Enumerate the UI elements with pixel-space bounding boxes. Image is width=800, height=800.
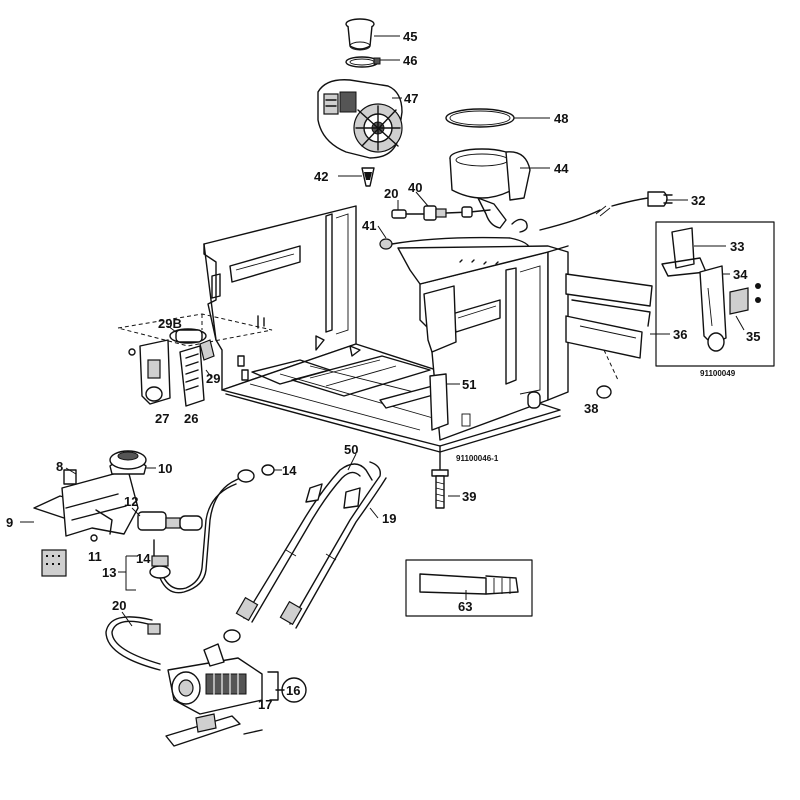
part-48-seal-ring (445, 108, 515, 128)
label-26: 26 (184, 411, 198, 426)
inset-box-63 (405, 559, 533, 617)
label-16: 16 (286, 683, 300, 698)
label-45: 45 (403, 29, 417, 44)
main-frame (203, 205, 569, 453)
part-labels: 45 46 47 48 44 42 20 40 32 41 33 34 35 3… (6, 29, 760, 712)
parts-29-27-26-group (117, 313, 273, 407)
parts-16-17-20-drain-pump (105, 616, 285, 747)
leader-lines (20, 35, 745, 627)
ref-inset: 91100049 (700, 369, 736, 378)
label-38: 38 (584, 401, 598, 416)
label-41: 41 (362, 218, 376, 233)
part-42-nozzle (361, 167, 375, 187)
label-8: 8 (56, 459, 63, 474)
label-17: 17 (258, 697, 272, 712)
label-12: 12 (124, 494, 138, 509)
label-39: 39 (462, 489, 476, 504)
label-10: 10 (158, 461, 172, 476)
label-29b: 29B (158, 316, 182, 331)
label-44: 44 (554, 161, 569, 176)
label-19: 19 (382, 511, 396, 526)
parts-12-13-14-valve (137, 464, 275, 594)
part-47-pump-motor (317, 79, 403, 159)
part-44-sump (449, 148, 531, 229)
label-14-top: 14 (282, 463, 297, 478)
label-36: 36 (673, 327, 687, 342)
label-29: 29 (206, 371, 220, 386)
label-51: 51 (462, 377, 476, 392)
label-16-circle (281, 677, 307, 703)
label-9: 9 (6, 515, 13, 530)
parts-8-9-10-11-bracket (33, 450, 147, 577)
label-11: 11 (88, 549, 102, 564)
label-42: 42 (314, 169, 328, 184)
label-50: 50 (344, 442, 358, 457)
label-47: 47 (404, 91, 418, 106)
inset-box-33-34-35 (655, 221, 775, 367)
part-32-power-plug (539, 191, 673, 231)
ref-main: 91100046-1 (456, 454, 499, 463)
label-32: 32 (691, 193, 705, 208)
part-36-rail (565, 273, 653, 359)
label-27: 27 (155, 411, 169, 426)
label-40: 40 (408, 180, 422, 195)
label-35: 35 (746, 329, 760, 344)
label-34: 34 (733, 267, 748, 282)
label-14-bottom: 14 (136, 551, 151, 566)
label-46: 46 (403, 53, 417, 68)
parts-50-19-hoses (235, 461, 387, 629)
label-48: 48 (554, 111, 568, 126)
label-13: 13 (102, 565, 116, 580)
part-46-clamp-ring (345, 56, 381, 68)
part-38-foot (596, 349, 619, 399)
parts-20-40-valve (391, 205, 491, 221)
part-45-cap (345, 18, 375, 51)
label-20-bottom: 20 (112, 598, 126, 613)
label-33: 33 (730, 239, 744, 254)
label-20-top: 20 (384, 186, 398, 201)
part-39-screw (431, 445, 449, 509)
label-63: 63 (458, 599, 472, 614)
part-41-hose-clip (379, 218, 531, 251)
